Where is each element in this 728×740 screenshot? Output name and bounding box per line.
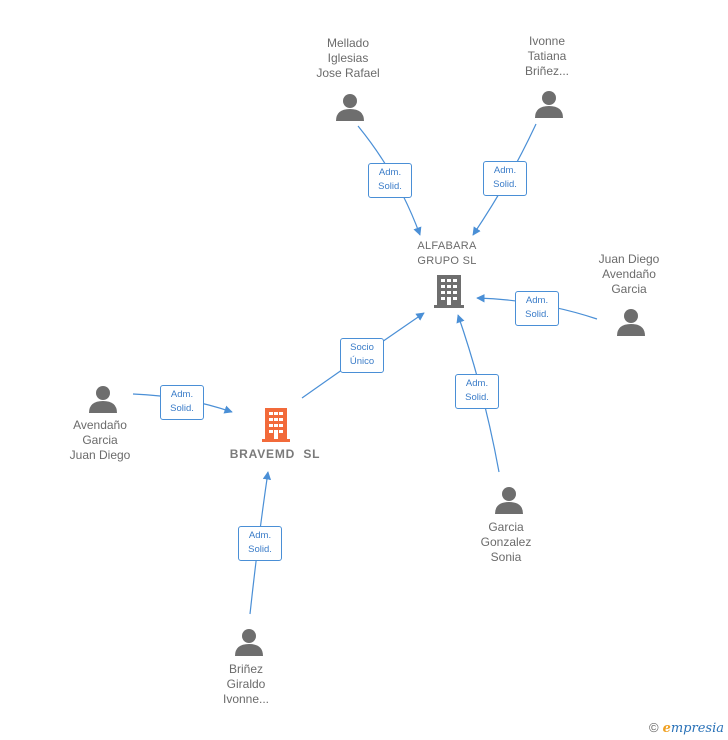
person-name-line: Juan Diego bbox=[598, 252, 660, 266]
building-icon[interactable] bbox=[432, 273, 466, 309]
edge-label-bravemd-alfabara[interactable]: Socio Único bbox=[340, 338, 384, 373]
person-name-line: Ivonne bbox=[528, 34, 566, 48]
edge-role-line: Solid. bbox=[170, 403, 194, 414]
edge-role-line: Adm. bbox=[378, 167, 402, 178]
person-name-line: Gonzalez bbox=[480, 535, 532, 549]
edge-role-line: Solid. bbox=[378, 181, 402, 192]
building-icon[interactable] bbox=[260, 406, 292, 444]
person-name-line: Mellado bbox=[326, 36, 370, 50]
person-name-line: Jose Rafael bbox=[316, 66, 380, 80]
company-alfabara-name-line1: ALFABARA bbox=[417, 240, 477, 252]
person-name-line: Briñez... bbox=[524, 64, 569, 78]
edge-role-line: Solid. bbox=[465, 392, 489, 403]
company-alfabara-label[interactable]: ALFABARA GRUPO SL bbox=[392, 239, 502, 269]
person-mellado-label[interactable]: Mellado Iglesias Jose Rafael bbox=[293, 36, 403, 81]
person-garcia-sonia-label[interactable]: Garcia Gonzalez Sonia bbox=[451, 520, 561, 565]
edge-role-line: Solid. bbox=[248, 544, 272, 555]
edge-label-ivonne-alfabara[interactable]: Adm. Solid. bbox=[483, 161, 527, 196]
person-name-line: Giraldo bbox=[226, 677, 266, 691]
company-bravemd-label[interactable]: BRAVEMD SL bbox=[205, 447, 345, 462]
person-name-line: Garcia bbox=[488, 520, 524, 534]
edge-role-line: Adm. bbox=[493, 165, 517, 176]
person-icon[interactable] bbox=[335, 92, 365, 122]
person-name-line: Garcia bbox=[82, 433, 118, 447]
person-name-line: Iglesias bbox=[327, 51, 369, 65]
edge-role-line: Adm. bbox=[248, 530, 272, 541]
edge-role-line: Adm. bbox=[465, 378, 489, 389]
edge-role-line: Socio bbox=[350, 342, 374, 353]
edge-label-garcia-alfabara[interactable]: Adm. Solid. bbox=[455, 374, 499, 409]
person-juan-diego-right-label[interactable]: Juan Diego Avendaño Garcia bbox=[574, 252, 684, 297]
person-brinez-bottom-label[interactable]: Briñez Giraldo Ivonne... bbox=[191, 662, 301, 707]
person-name-line: Briñez bbox=[228, 662, 263, 676]
person-icon[interactable] bbox=[88, 384, 118, 414]
person-name-line: Avendaño bbox=[602, 267, 656, 281]
edge-role-line: Adm. bbox=[170, 389, 194, 400]
edge-label-avendano-bravemd[interactable]: Adm. Solid. bbox=[160, 385, 204, 420]
person-name-line: Tatiana bbox=[527, 49, 567, 63]
edge-role-line: Adm. bbox=[525, 295, 549, 306]
brand-initial: e bbox=[662, 721, 671, 736]
copyright-symbol: © bbox=[648, 720, 659, 735]
person-name-line: Garcia bbox=[611, 282, 647, 296]
person-icon[interactable] bbox=[494, 485, 524, 515]
company-alfabara-name-line2: GRUPO SL bbox=[417, 255, 477, 267]
person-ivonne-top-label[interactable]: Ivonne Tatiana Briñez... bbox=[492, 34, 602, 79]
edge-role-line: Único bbox=[349, 356, 375, 367]
person-name-line: Juan Diego bbox=[69, 448, 131, 462]
person-icon[interactable] bbox=[234, 627, 264, 657]
brand-name: mpresia bbox=[670, 721, 724, 736]
person-name-line: Avendaño bbox=[73, 418, 127, 432]
person-name-line: Ivonne... bbox=[222, 692, 270, 706]
empresia-logo[interactable]: ©empresia bbox=[649, 720, 724, 736]
edge-role-line: Solid. bbox=[525, 309, 549, 320]
edge-role-line: Solid. bbox=[493, 179, 517, 190]
edge-label-brinez-bravemd[interactable]: Adm. Solid. bbox=[238, 526, 282, 561]
company-bravemd-name: BRAVEMD SL bbox=[229, 447, 321, 461]
edge-label-mellado-alfabara[interactable]: Adm. Solid. bbox=[368, 163, 412, 198]
edge-label-juandiego-alfabara[interactable]: Adm. Solid. bbox=[515, 291, 559, 326]
person-icon[interactable] bbox=[534, 89, 564, 119]
person-name-line: Sonia bbox=[490, 550, 522, 564]
person-avendano-left-label[interactable]: Avendaño Garcia Juan Diego bbox=[45, 418, 155, 463]
person-icon[interactable] bbox=[616, 307, 646, 337]
